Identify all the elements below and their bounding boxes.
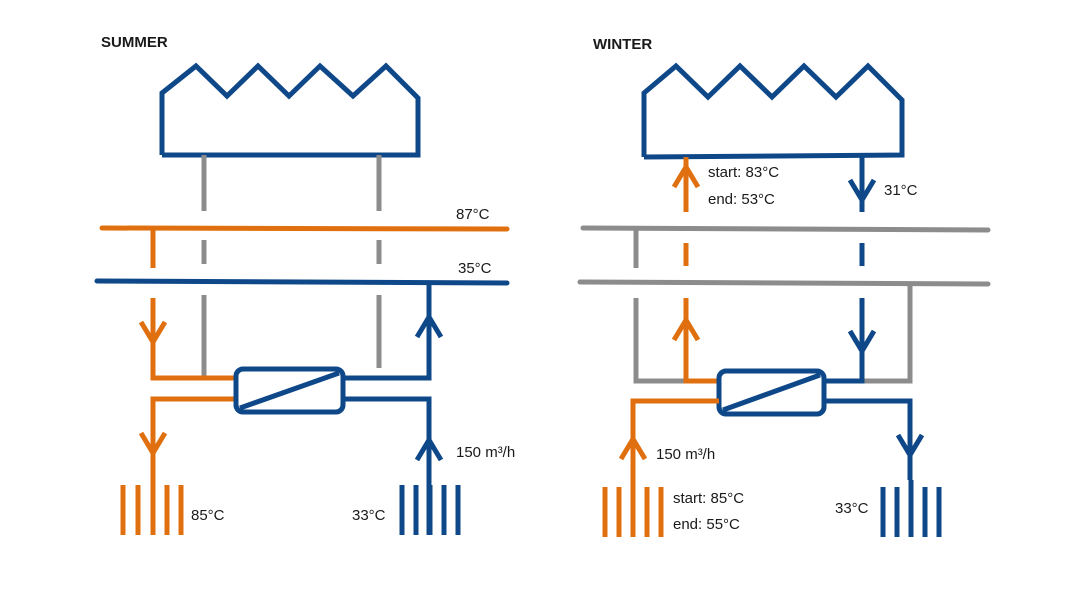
winter-solar-collector bbox=[641, 62, 905, 160]
winter-collector-return-end: end: 53°C bbox=[708, 191, 775, 208]
winter-hot-end: end: 55°C bbox=[673, 516, 740, 533]
winter-collector-return-arrow-icon bbox=[671, 162, 701, 189]
summer-cold-temp: 33°C bbox=[352, 507, 386, 524]
winter-cold-feed-arrow-icon bbox=[847, 329, 877, 356]
winter-collector-supply-temp: 31°C bbox=[884, 182, 918, 199]
winter-cold-radiator bbox=[880, 480, 942, 537]
summer-hot-header bbox=[99, 225, 510, 232]
summer-heat-exchanger bbox=[233, 366, 346, 415]
winter-gray-left-loop bbox=[633, 298, 720, 384]
summer-hot-temp: 85°C bbox=[191, 507, 225, 524]
winter-flow: 150 m³/h bbox=[656, 446, 715, 463]
summer-cold-return-arrow-icon bbox=[414, 312, 444, 339]
winter-upper-header bbox=[580, 225, 991, 233]
summer-hot-feed-pipe bbox=[150, 298, 236, 381]
winter-gray-right-loop bbox=[862, 286, 913, 384]
winter-lower-header bbox=[577, 279, 991, 287]
winter-title: WINTER bbox=[593, 36, 652, 53]
winter-hot-start: start: 85°C bbox=[673, 490, 744, 507]
winter-exchanger-diagonal bbox=[722, 372, 821, 413]
winter-collector-supply-arrow-icon bbox=[847, 178, 877, 205]
summer-solar-collector bbox=[159, 62, 421, 158]
summer-flow: 150 m³/h bbox=[456, 444, 515, 461]
winter-heat-exchanger bbox=[716, 368, 827, 417]
winter-hot-in-arrow-icon bbox=[618, 434, 648, 461]
winter-hot-radiator bbox=[602, 487, 664, 537]
winter-cold-out-pipe bbox=[824, 398, 913, 480]
summer-diagram: SUMMER 87°C 35°C 150 m³/h bbox=[94, 34, 515, 535]
winter-cold-temp: 33°C bbox=[835, 500, 869, 517]
winter-hot-return-pipe bbox=[683, 298, 720, 384]
winter-hot-return-arrow-icon bbox=[671, 315, 701, 342]
summer-cold-in-arrow-icon bbox=[414, 435, 444, 462]
summer-exchanger-diagonal bbox=[239, 370, 340, 411]
summer-cold-header bbox=[94, 278, 510, 286]
summer-hot-radiator bbox=[120, 478, 184, 535]
summer-hot-feed-arrow-icon bbox=[138, 320, 168, 347]
summer-hot-out-pipe bbox=[150, 396, 236, 478]
summer-hot-out-arrow-icon bbox=[138, 431, 168, 458]
winter-collector-return-start: start: 83°C bbox=[708, 164, 779, 181]
summer-title: SUMMER bbox=[101, 34, 168, 51]
summer-lower-temp: 35°C bbox=[458, 260, 492, 277]
winter-cold-out-arrow-icon bbox=[895, 433, 925, 460]
winter-cold-feed-pipe bbox=[823, 298, 865, 384]
winter-diagram: WINTER start: 83°C end: 53°C 31°C bbox=[577, 36, 991, 537]
summer-cold-radiator bbox=[399, 485, 461, 535]
summer-upper-temp: 87°C bbox=[456, 206, 490, 223]
summer-cold-return-pipe bbox=[343, 283, 432, 381]
